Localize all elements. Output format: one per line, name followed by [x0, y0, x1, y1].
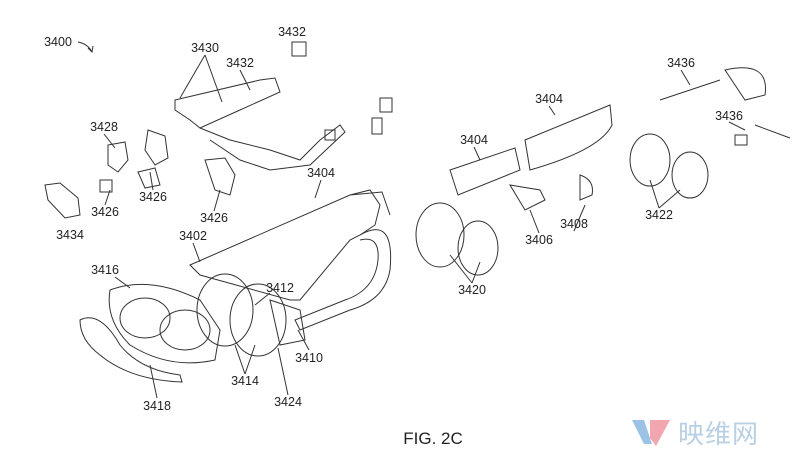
- panel-3404-b: [524, 104, 613, 171]
- part-3412: [269, 299, 306, 346]
- ref-label: 3416: [91, 263, 119, 277]
- ref-label: 3406: [525, 233, 553, 247]
- part-3432: [291, 41, 307, 57]
- facial-interface-3416: [108, 283, 221, 364]
- lens-3420-b: [457, 220, 499, 276]
- lens-3420-a: [415, 202, 465, 268]
- part-small-right: [734, 134, 748, 146]
- leader-lines: [103, 54, 746, 399]
- ref-label: 3426: [200, 211, 228, 225]
- lens-3422-b: [671, 151, 709, 199]
- lens-left-3414: [196, 273, 254, 347]
- part-3436-rod: [754, 124, 791, 139]
- ref-label: 3436: [715, 109, 743, 123]
- part-3408: [579, 174, 593, 201]
- ref-label: 3432: [278, 25, 306, 39]
- watermark-logo-icon: [632, 419, 670, 446]
- ref-label: 3422: [645, 208, 673, 222]
- part-small: [324, 129, 336, 141]
- ref-label: 3412: [266, 281, 294, 295]
- ref-label: 3420: [458, 283, 486, 297]
- part-3406: [509, 184, 546, 211]
- watermark-text: 映维网: [678, 420, 760, 450]
- ref-label: 3428: [90, 120, 118, 134]
- lens-right-3414: [229, 283, 287, 357]
- arrow-3400: [77, 41, 94, 54]
- part-small: [379, 97, 393, 113]
- ref-label: 3426: [91, 205, 119, 219]
- ref-label: 3432: [226, 56, 254, 70]
- part-3428: [107, 141, 129, 173]
- figure-caption: FIG. 2C: [403, 429, 463, 448]
- ref-label: 3434: [56, 228, 84, 242]
- watermark: 映维网: [630, 414, 759, 451]
- strap-band: [294, 229, 392, 331]
- ref-label: 3404: [460, 133, 488, 147]
- lens-3422-a: [629, 133, 671, 187]
- part-3426-small: [99, 179, 113, 193]
- strap-3430: [174, 77, 346, 171]
- ref-label: 3400: [44, 35, 72, 49]
- ref-label: 3410: [295, 351, 323, 365]
- ref-label: 3436: [667, 56, 695, 70]
- ref-label: 3418: [143, 399, 171, 413]
- ref-label: 3408: [560, 217, 588, 231]
- part-3434: [44, 182, 81, 219]
- part-3436-speaker: [659, 67, 766, 101]
- ref-label: 3430: [191, 41, 219, 55]
- part-3426-right: [204, 157, 236, 196]
- ref-label: 3414: [231, 374, 259, 388]
- ref-label: 3426: [139, 190, 167, 204]
- ref-label: 3404: [535, 92, 563, 106]
- panel-3404-a: [449, 147, 521, 196]
- gasket-3418: [79, 317, 183, 383]
- part-3426: [137, 129, 169, 189]
- ref-label: 3404: [307, 166, 335, 180]
- ref-label: 3424: [274, 395, 302, 409]
- ref-label: 3402: [179, 229, 207, 243]
- part-small: [371, 117, 383, 135]
